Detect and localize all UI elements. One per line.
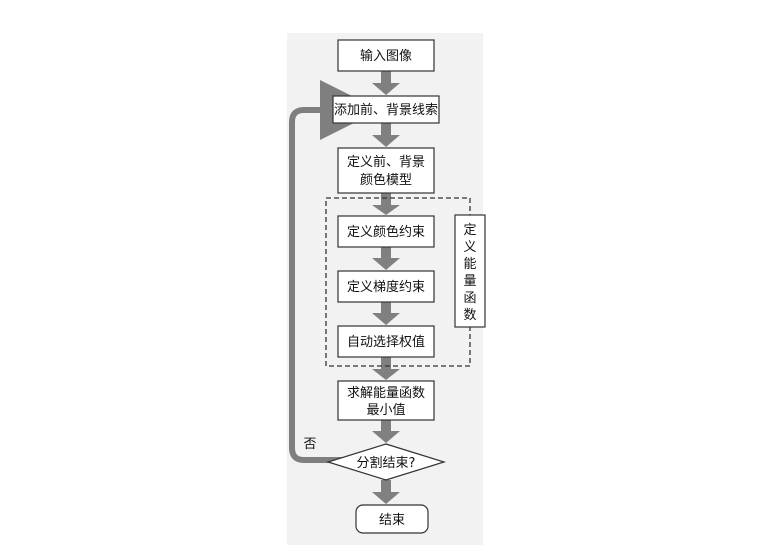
node-color-constraint: 定义颜色约束 bbox=[337, 215, 435, 248]
node-end-label: 结束 bbox=[379, 513, 405, 528]
loop-label: 否 bbox=[303, 437, 316, 452]
node-solve: 求解能量函数 最小值 bbox=[337, 380, 435, 421]
loop-arrow bbox=[289, 80, 380, 463]
arrow-model-to-color bbox=[372, 193, 400, 215]
node-solve-line2: 最小值 bbox=[366, 402, 405, 418]
node-solve-line1: 求解能量函数 bbox=[347, 386, 425, 401]
node-decision-label: 分割结束? bbox=[357, 455, 416, 471]
node-gradient-constraint: 定义梯度约束 bbox=[337, 270, 435, 303]
node-auto-weight: 自动选择权值 bbox=[337, 325, 435, 358]
node-add-lines-label: 添加前、背景线索 bbox=[334, 102, 438, 118]
energy-label-char-3: 能 bbox=[463, 257, 476, 272]
node-auto-weight-label: 自动选择权值 bbox=[347, 334, 425, 350]
node-input: 输入图像 bbox=[337, 39, 435, 72]
node-color-constraint-label: 定义颜色约束 bbox=[347, 224, 425, 240]
node-input-label: 输入图像 bbox=[360, 48, 412, 64]
energy-label-char-6: 数 bbox=[463, 308, 476, 323]
node-decision: 分割结束? bbox=[325, 443, 447, 481]
arrow-solve-to-decision bbox=[372, 420, 400, 443]
arrow-decision-to-end bbox=[372, 480, 400, 504]
energy-function-label-box: 定 义 能 量 函 数 bbox=[454, 214, 486, 328]
arrow-weight-to-solve bbox=[372, 357, 400, 380]
energy-label-char-1: 定 bbox=[463, 223, 476, 238]
node-define-model: 定义前、背景 颜色模型 bbox=[337, 147, 435, 194]
energy-label-char-4: 量 bbox=[463, 274, 476, 289]
energy-label-char-2: 义 bbox=[463, 240, 476, 255]
node-define-model-line2: 颜色模型 bbox=[360, 172, 412, 188]
arrow-gradient-to-weight bbox=[372, 302, 400, 325]
node-gradient-constraint-label: 定义梯度约束 bbox=[347, 279, 425, 295]
node-define-model-line1: 定义前、背景 bbox=[347, 154, 425, 170]
arrow-color-to-gradient bbox=[372, 247, 400, 270]
energy-label-char-5: 函 bbox=[463, 291, 476, 306]
node-end: 结束 bbox=[355, 504, 429, 534]
node-add-lines: 添加前、背景线索 bbox=[332, 95, 440, 124]
